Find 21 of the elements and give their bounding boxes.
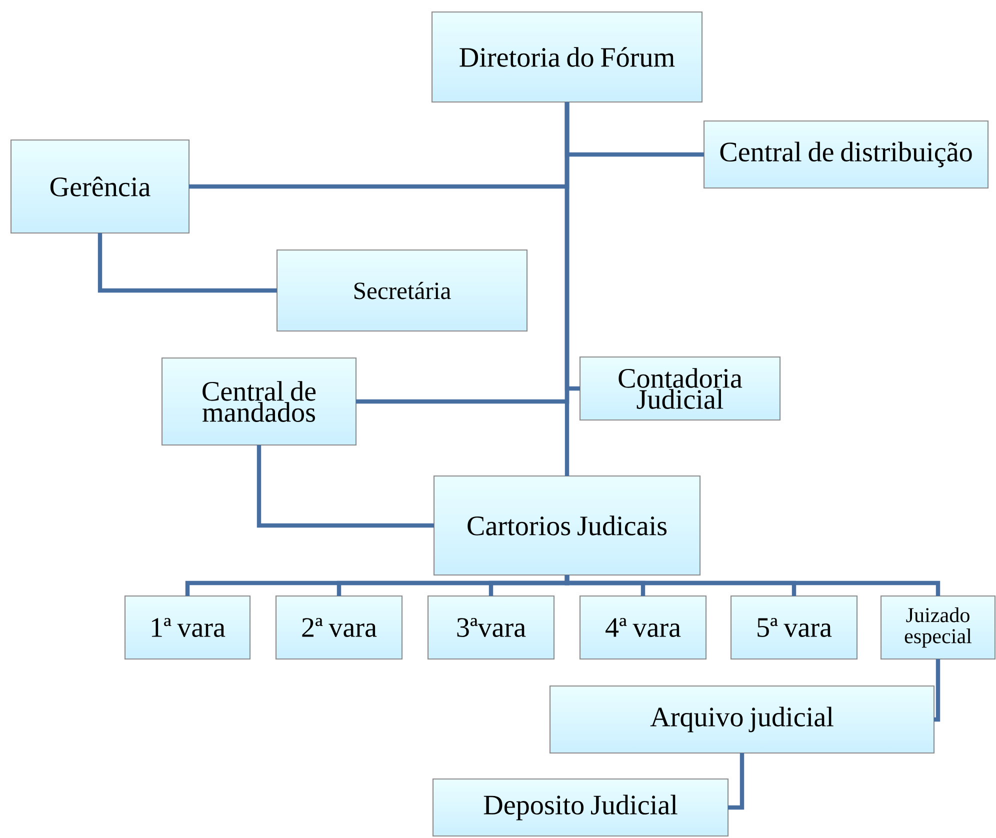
connector-line — [564, 575, 940, 596]
org-box: 2ª vara — [275, 595, 403, 660]
org-box: 4ª vara — [579, 595, 707, 660]
org-box: Central de distribuição — [703, 120, 989, 189]
connector-line — [728, 753, 744, 810]
org-box: Cartorios Judicais — [433, 475, 701, 576]
connector-line — [98, 233, 277, 293]
org-box: Juizado especial — [880, 595, 996, 660]
org-box: 3ªvara — [427, 595, 555, 660]
connector-line — [256, 445, 434, 528]
org-box: 1ª vara — [124, 595, 251, 660]
org-box: Diretoria do Fórum — [431, 11, 703, 103]
org-box: 5ª vara — [730, 595, 858, 660]
org-box: Gerência — [10, 139, 190, 234]
connector-line — [934, 659, 940, 722]
org-box: Contadoria Judicial — [579, 356, 781, 421]
org-box: Deposito Judicial — [432, 778, 729, 837]
org-box: Arquivo judicial — [549, 685, 935, 754]
org-box: Central de mandados — [161, 357, 357, 446]
connector-line — [564, 102, 570, 476]
org-box: Secretária — [276, 249, 528, 332]
